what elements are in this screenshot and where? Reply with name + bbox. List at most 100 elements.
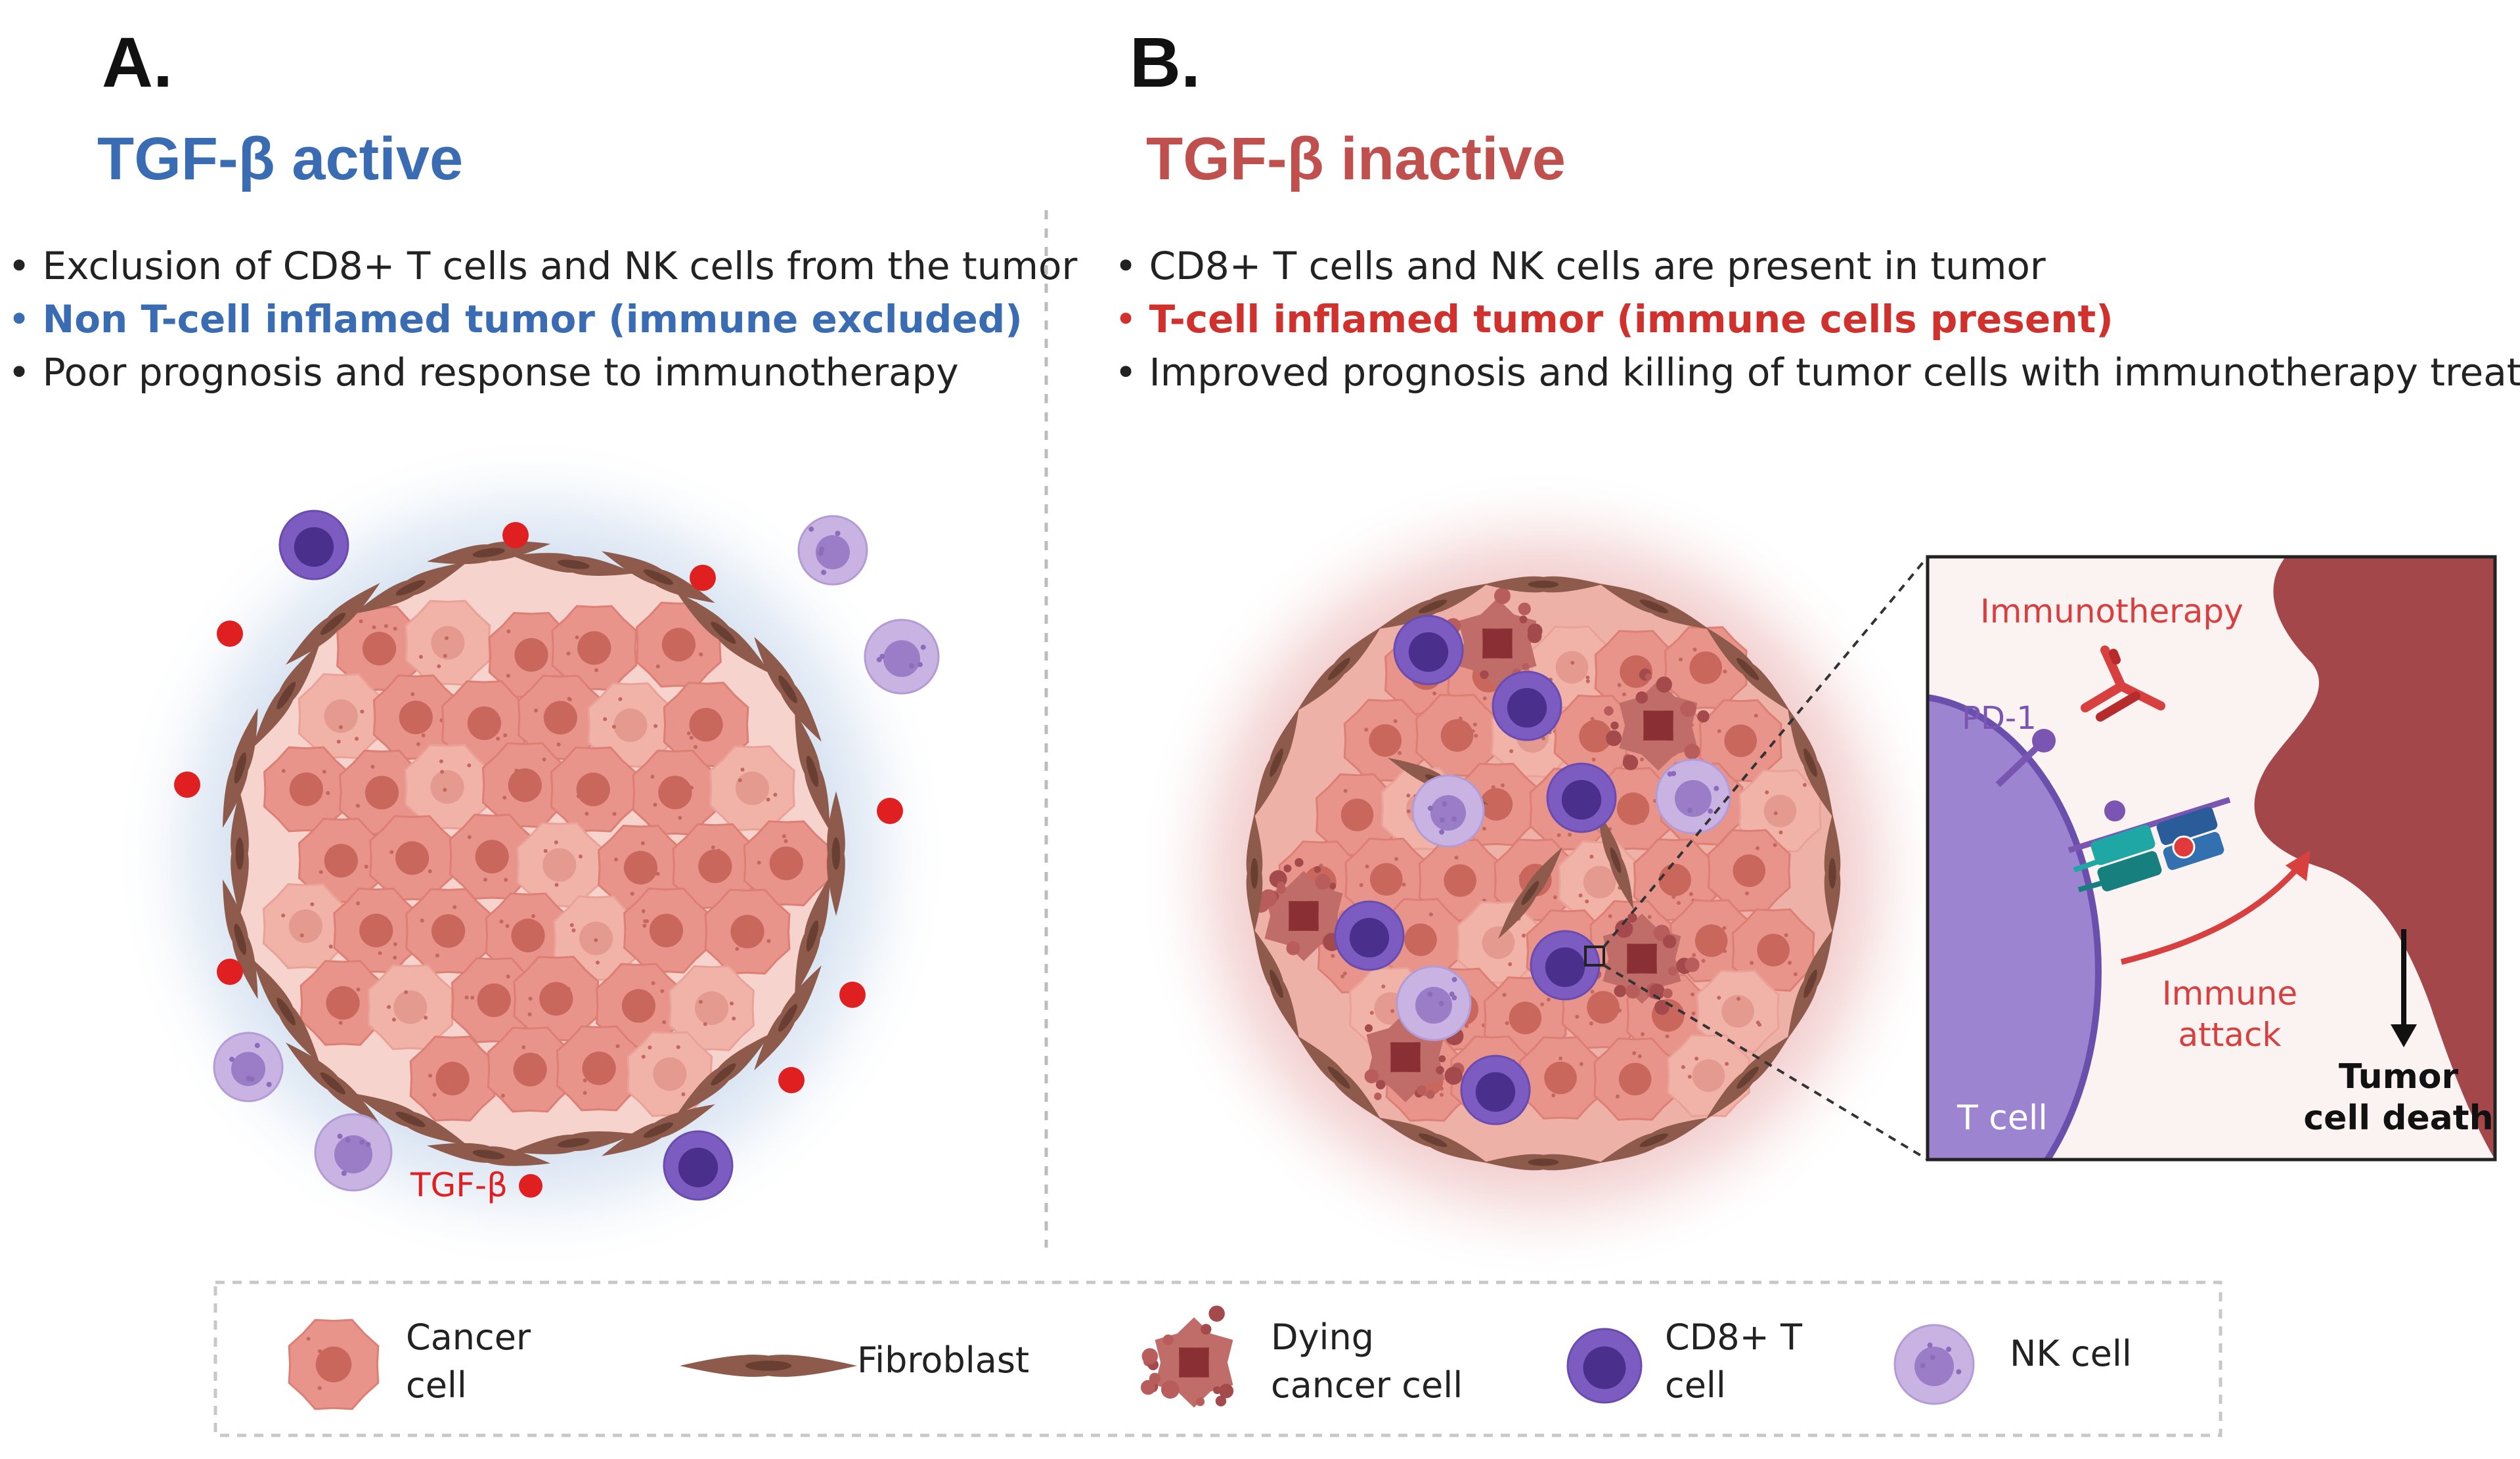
cd8-t-cell (1566, 1328, 1643, 1404)
inset-t-cell (1928, 694, 2102, 1160)
panel-b-bullet-1: • CD8+ T cells and NK cells are present … (1115, 244, 2046, 288)
inset-tumor-cell (2254, 557, 2495, 1160)
fibroblast (1597, 810, 1634, 910)
tcr-mhc-complex (2067, 796, 2231, 892)
cancer-cell (369, 815, 455, 902)
panel-a-letter: A. (102, 22, 173, 102)
cancer-cell (487, 1026, 573, 1113)
fibroblast (676, 1034, 771, 1116)
fibroblast (1378, 1118, 1488, 1163)
immune-attack-arrow (2120, 865, 2301, 965)
tgf-beta-dot (778, 1067, 805, 1093)
cancer-cell (449, 814, 535, 900)
panel-a-bullet-3: • Poor prognosis and response to immunot… (8, 350, 959, 395)
inset-pd1-label: PD-1 (1962, 700, 2037, 737)
fibroblast (427, 1143, 551, 1166)
cancer-cell (1518, 1036, 1603, 1120)
fibroblast (754, 965, 822, 1071)
cancer-cell (451, 957, 537, 1043)
legend-dying-cell-label-1: Dying (1271, 1317, 1374, 1358)
tgf-beta-label: TGF-β (410, 1166, 508, 1204)
fibroblast (1599, 584, 1709, 629)
cancer-cell (409, 1035, 496, 1122)
fibroblast (353, 561, 468, 614)
cancer-cell (1707, 829, 1791, 913)
cancer-cell (299, 959, 386, 1046)
fibroblast (1378, 584, 1488, 629)
dying-cancer-cell (1140, 1305, 1234, 1408)
nk-cell (797, 515, 868, 586)
fibroblast (1484, 1154, 1603, 1171)
tgf-beta-dot (217, 621, 243, 647)
fibroblast (601, 551, 715, 603)
inset-immunotherapy-label: Immunotherapy (1980, 592, 2244, 630)
tumor-death-arrowhead (2391, 1024, 2417, 1047)
immune-attack-label-1: Immune (2162, 974, 2297, 1013)
fibroblast (680, 1355, 857, 1377)
fibroblast (1788, 708, 1833, 817)
legend-cd8-label-2: cell (1665, 1364, 1726, 1406)
cancer-cell (551, 605, 638, 691)
cancer-cell (1593, 1037, 1677, 1121)
cancer-cell (704, 888, 791, 975)
tumor-death-label-1: Tumor (2339, 1057, 2459, 1097)
cd8-t-cell (1393, 615, 1464, 686)
fibroblast (512, 1131, 636, 1154)
cancer-cell (336, 605, 422, 692)
fibroblast (252, 643, 320, 749)
panel-a-bullet-2: • Non T-cell inflamed tumor (immune excl… (8, 297, 1023, 341)
cancer-cell (405, 599, 491, 686)
panel-b-bullet-3: • Improved prognosis and killing of tumo… (1115, 350, 2520, 395)
panel-a-immune-cells (213, 510, 940, 1201)
nk-cell (314, 1113, 393, 1192)
cd8-t-cell (1530, 930, 1601, 1001)
fibroblast (1824, 814, 1841, 932)
tgf-beta-dot (690, 565, 716, 591)
fibroblast (1246, 814, 1263, 932)
cancer-cell (1696, 969, 1780, 1053)
cancer-cell (550, 746, 636, 833)
nk-cell (1411, 774, 1485, 848)
fibroblast (252, 959, 321, 1064)
zoom-connector-bottom (1603, 964, 1929, 1161)
cd8-t-cell (1492, 670, 1562, 741)
cancer-cell (636, 601, 722, 688)
panel-a-title: TGF-β active (97, 125, 464, 192)
pd1-receptor-head (2032, 729, 2056, 752)
tgf-beta-dot (839, 982, 866, 1008)
cancer-cell (627, 1031, 713, 1118)
legend-fibroblast-label: Fibroblast (857, 1339, 1029, 1381)
nk-cell (864, 619, 940, 695)
panel-a-bullet-1: • Exclusion of CD8+ T cells and NK cells… (8, 244, 1078, 288)
fibroblast (754, 636, 822, 742)
cd8-t-cell (278, 510, 349, 580)
fibroblast (512, 553, 636, 576)
fibroblast (353, 1093, 468, 1146)
fibroblast (1706, 1035, 1790, 1120)
tgf-beta-dot (877, 798, 903, 824)
fibroblast (795, 876, 830, 996)
panel-b-immune-cells (1334, 615, 1731, 1125)
panel-b-fibroblasts (1246, 576, 1841, 1171)
cancer-cell (1415, 693, 1499, 777)
cancer-cell (262, 883, 349, 969)
cd8-t-cell (663, 1130, 734, 1201)
cancer-cell (298, 673, 384, 760)
cd8-t-cell (1460, 1055, 1531, 1125)
cancer-cell (404, 744, 491, 830)
fibroblast (222, 708, 258, 828)
fibroblast (827, 791, 845, 916)
cancer-cell (516, 821, 603, 908)
panel-a-fibroblast-ring (222, 541, 845, 1166)
cancer-cell (663, 682, 749, 768)
fibroblast (676, 592, 771, 674)
panel-b-bullets: • CD8+ T cells and NK cells are present … (1115, 240, 2520, 399)
cancer-cell (632, 749, 718, 836)
fibroblast (1297, 627, 1381, 711)
fibroblast (601, 1104, 715, 1156)
nk-cell (1396, 965, 1472, 1041)
immunotherapy-inset: Immunotherapy PD-1 Immune attack Tumor c… (1926, 555, 2497, 1162)
legend-cancer-cell-label-1: Cancer (406, 1317, 531, 1358)
nk-cell (213, 1032, 284, 1102)
